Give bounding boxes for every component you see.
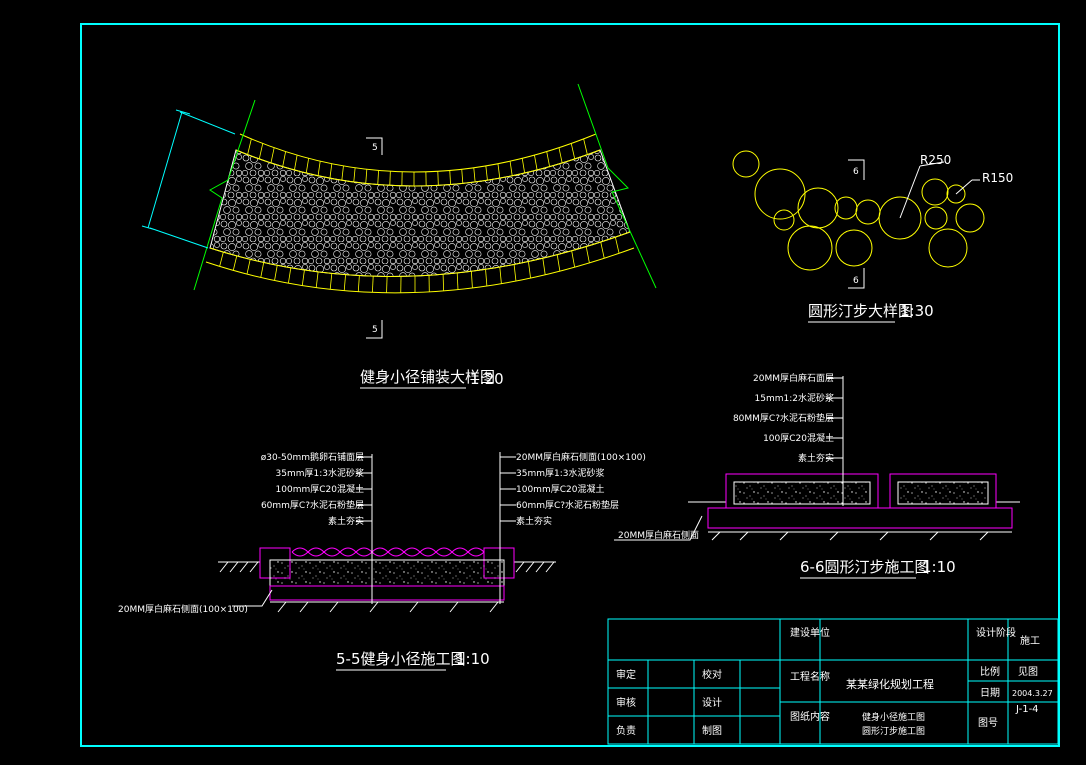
section-cut-6 — [848, 159, 865, 289]
tb-approve-label: 审定 — [616, 668, 636, 681]
break-line-right — [577, 83, 657, 289]
stone-plan-scale: 1:30 — [900, 302, 934, 320]
stepping-stone — [955, 203, 985, 233]
section-cut-top — [366, 137, 383, 155]
section-66-drawing — [614, 376, 1020, 541]
layer-label: 100厚C20混凝土 — [763, 432, 834, 444]
stepping-stone — [924, 206, 948, 230]
section-66-title: 6-6圆形汀步施工图 — [800, 558, 930, 576]
section-66-scale: 1:10 — [922, 558, 956, 576]
layer-label: 80MM厚C?水泥石粉垫层 — [733, 412, 834, 424]
section-mark-bottom: 5 — [372, 325, 378, 335]
layer-label: 100mm厚C20混凝土 — [516, 483, 604, 495]
section-55-title: 5-5健身小径施工图 — [336, 650, 466, 668]
tb-project-label: 工程名称 — [790, 670, 830, 683]
tb-drawing-line1: 健身小径施工图 — [862, 711, 925, 723]
tb-lead-label: 负责 — [616, 724, 636, 737]
section-mark-6-top: 6 — [853, 167, 859, 177]
stepping-stone — [946, 184, 966, 204]
layer-label: 素土夯实 — [798, 452, 834, 464]
radius-label-small: R150 — [982, 171, 1013, 185]
stepping-stone — [797, 187, 839, 229]
stepping-stone — [754, 168, 806, 220]
section-55-left-labels: ø30-50mm鹅卵石铺面层 35mm厚1:3水泥砂浆 100mm厚C20混凝土 60… — [261, 451, 372, 527]
tb-draw-label: 制图 — [702, 724, 722, 737]
tb-client-label: 建设单位 — [790, 626, 830, 639]
layer-label: 20MM厚白麻石侧面(100×100) — [516, 451, 646, 463]
tb-drawing-line2: 圆形汀步施工图 — [862, 725, 925, 737]
layer-label: 100mm厚C20混凝土 — [276, 483, 364, 495]
pebble-paving-area — [209, 149, 631, 277]
layer-label: 60mm厚C?水泥石粉垫层 — [261, 499, 364, 511]
curb-inner-bottom — [209, 231, 631, 277]
stepping-stone — [878, 196, 922, 240]
curb-blocks-top — [247, 138, 588, 186]
radius-label-large: R250 — [920, 153, 951, 167]
base-slab — [707, 507, 1013, 529]
stepping-stone — [787, 225, 833, 271]
plan-view-title: 健身小径铺装大样图 — [360, 368, 495, 386]
layer-label: 60mm厚C?水泥石粉垫层 — [516, 499, 619, 511]
tb-drawing-no-label: 图号 — [978, 717, 998, 729]
layer-label: 35mm厚1:3水泥砂浆 — [276, 467, 364, 479]
tb-ratio-label: 比例 — [980, 665, 1000, 678]
tb-project-name: 某某绿化规划工程 — [846, 677, 934, 691]
section-55-drawing — [218, 452, 556, 613]
tb-date-value: 2004.3.27 — [1012, 689, 1053, 698]
sheet-border — [80, 23, 1060, 747]
tb-design-label: 设计 — [702, 696, 722, 709]
stepping-stone — [928, 228, 968, 268]
section-mark-6-bottom: 6 — [853, 276, 859, 286]
section-55-right-labels: 20MM厚白麻石侧面(100×100) 35mm厚1:3水泥砂浆 100mm厚C20… — [500, 451, 646, 527]
tb-date-label: 日期 — [980, 687, 1000, 699]
stone-plan-title: 圆形汀步大样图 — [808, 302, 913, 320]
tb-check-label: 校对 — [702, 668, 722, 681]
stepping-stone — [855, 199, 881, 225]
plan-view-scale: 1:20 — [470, 370, 504, 388]
stepping-stone — [921, 178, 949, 206]
layer-label: 20MM厚白麻石面层 — [753, 372, 834, 384]
layer-label: ø30-50mm鹅卵石铺面层 — [261, 451, 364, 463]
tb-review-label: 审核 — [616, 696, 636, 709]
curb-outer-top — [239, 133, 597, 173]
curb-blocks-bottom — [219, 237, 620, 293]
layer-label: 35mm厚1:3水泥砂浆 — [516, 467, 604, 479]
path-plan-view: 5 5 健身小径铺装大样图 1:20 — [141, 83, 657, 389]
stepping-stone — [835, 229, 873, 267]
tb-drawing-label: 图纸内容 — [790, 710, 830, 723]
section-cut-bottom — [366, 320, 383, 339]
cobble-layer — [291, 547, 485, 557]
stepping-stone — [732, 150, 760, 178]
layer-label: 15mm1:2水泥砂浆 — [755, 392, 834, 404]
layer-label: 素土夯实 — [328, 515, 364, 527]
title-block — [607, 618, 1059, 745]
tb-stage-value: 施工 — [1020, 634, 1040, 647]
section-mark-top: 5 — [372, 143, 378, 153]
section-66-bottom-note: 20MM厚白麻石侧面 — [618, 529, 699, 541]
tb-ratio-value: 见图 — [1018, 666, 1038, 678]
base-layer — [269, 585, 505, 601]
tb-stage-label: 设计阶段 — [976, 626, 1016, 639]
dimension-line — [141, 109, 236, 249]
section-66-labels: 20MM厚白麻石面层 15mm1:2水泥砂浆 80MM厚C?水泥石粉垫层 100厚C2… — [733, 372, 843, 464]
section-55-scale: 1:10 — [456, 650, 490, 668]
section-55-bottom-note: 20MM厚白麻石侧面(100×100) — [118, 603, 248, 615]
stepping-stone — [773, 209, 795, 231]
layer-label: 素土夯实 — [516, 515, 552, 527]
concrete-layer — [269, 559, 505, 587]
break-line-left — [193, 99, 256, 291]
tb-drawing-no: J-1-4 — [1015, 704, 1039, 715]
stepping-stone-plan — [732, 150, 985, 271]
